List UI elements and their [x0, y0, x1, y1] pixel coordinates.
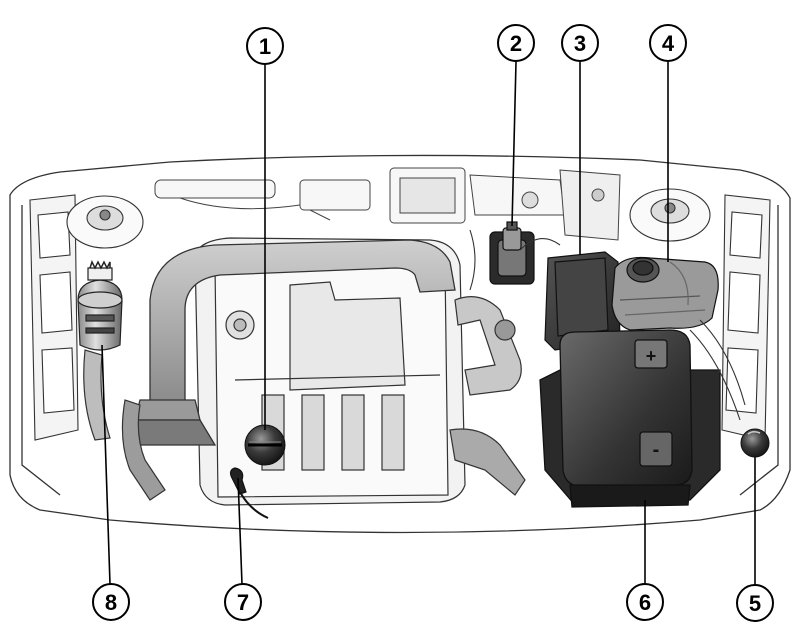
power-steering-reservoir: [77, 260, 123, 351]
callout-circle: [626, 583, 664, 621]
air-filter-housing: [611, 256, 719, 331]
battery-minus-symbol: -: [653, 439, 660, 461]
callout-2: 2: [497, 24, 535, 62]
callout-label: 1: [259, 34, 271, 59]
right-side-hoses: [469, 229, 746, 421]
callout-circle: [246, 27, 284, 65]
callout-4: 4: [649, 24, 687, 62]
callout-7: 7: [224, 583, 262, 621]
callout-leader-lines: [101, 61, 756, 586]
callout-5: 5: [736, 584, 774, 622]
right-strut-tower: [629, 188, 711, 242]
callout-circle: [497, 24, 535, 62]
washer-reservoir-cap: [740, 428, 770, 458]
callout-label: 4: [662, 31, 675, 56]
callout-label: 2: [510, 31, 522, 56]
charge-pipe: [449, 296, 526, 496]
callout-label: 8: [105, 590, 117, 615]
battery-plus-symbol: +: [646, 346, 657, 366]
callout-label: 3: [574, 31, 586, 56]
callout-circle: [561, 24, 599, 62]
battery: + -: [539, 329, 721, 508]
callout-circle: [736, 584, 774, 622]
brake-fluid-reservoir: [489, 221, 535, 285]
callout-circle: [92, 583, 130, 621]
callout-circle: [649, 24, 687, 62]
callout-label: 7: [237, 590, 249, 615]
callout-6: 6: [626, 583, 664, 621]
callout-label: 5: [749, 591, 761, 616]
left-strut-tower: [66, 195, 144, 249]
bulkhead-details: [154, 167, 621, 241]
callout-8: 8: [92, 583, 130, 621]
lower-left-hoses: [83, 349, 166, 501]
callout-label: 6: [639, 590, 651, 615]
callout-circle: [224, 583, 262, 621]
oil-filler-cap: [244, 424, 286, 466]
right-wing-panel: [721, 194, 771, 441]
left-wing-panel: [29, 194, 79, 441]
fuse-relay-box: [544, 251, 621, 351]
engine-bay-outline: [9, 154, 791, 534]
callout-1: 1: [246, 27, 284, 65]
callout-3: 3: [561, 24, 599, 62]
